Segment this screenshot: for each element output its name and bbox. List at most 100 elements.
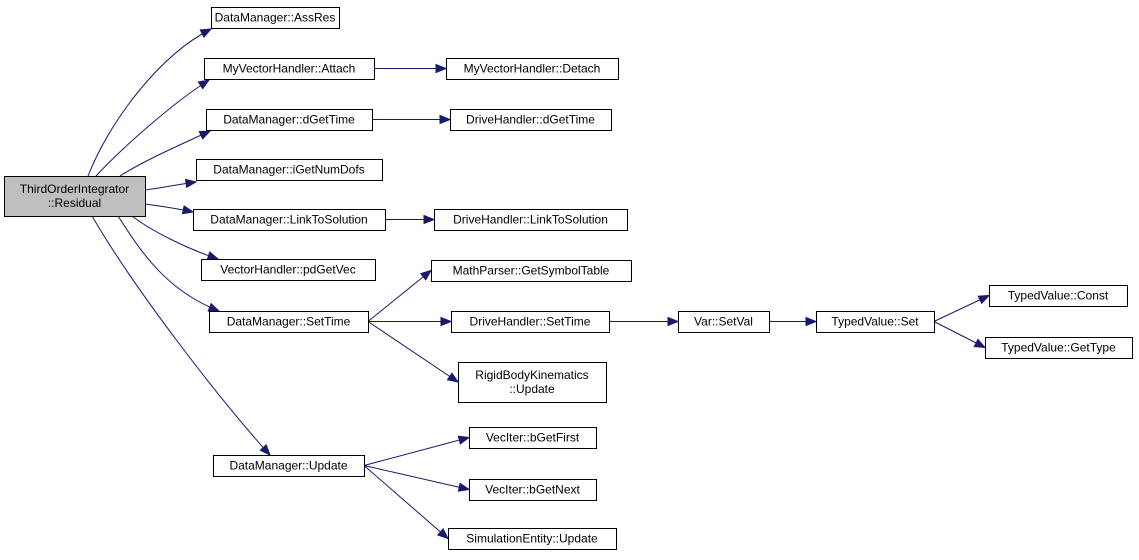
arrow-head-icon xyxy=(197,79,211,90)
node-label: VecIter::bGetNext xyxy=(485,483,580,497)
node-box[interactable] xyxy=(431,260,632,282)
edge-n13-n14 xyxy=(769,316,818,327)
node-label: VecIter::bGetFirst xyxy=(486,431,580,445)
edge-n0-n1 xyxy=(87,28,213,177)
node-label: DriveHandler::dGetTime xyxy=(466,113,595,127)
edge-n7-n8 xyxy=(385,214,436,225)
node-box[interactable] xyxy=(451,311,610,333)
edge-line xyxy=(131,215,219,260)
node-n20[interactable]: VecIter::bGetNext xyxy=(469,479,597,501)
node-label: DriveHandler::LinkToSolution xyxy=(453,213,608,227)
node-box[interactable] xyxy=(448,528,617,550)
arrow-head-icon xyxy=(184,178,198,189)
node-box[interactable] xyxy=(985,337,1133,359)
edge-line xyxy=(367,321,459,383)
edge-n4-n5 xyxy=(372,114,452,125)
node-box[interactable] xyxy=(458,362,607,403)
node-box[interactable] xyxy=(204,58,375,80)
edge-n2-n3 xyxy=(374,63,448,74)
node-box[interactable] xyxy=(450,109,612,131)
node-n10[interactable]: MathParser::GetSymbolTable xyxy=(431,260,632,282)
node-n19[interactable]: VecIter::bGetFirst xyxy=(469,427,597,449)
node-box[interactable] xyxy=(446,58,619,80)
root-node-box[interactable] xyxy=(4,176,146,217)
node-n8[interactable]: DriveHandler::LinkToSolution xyxy=(434,209,628,231)
arrow-head-icon xyxy=(199,28,213,38)
node-label: Var::SetVal xyxy=(694,315,753,329)
node-n4[interactable]: DataManager::dGetTime xyxy=(206,109,373,131)
node-label: MathParser::GetSymbolTable xyxy=(453,264,610,278)
arrow-head-icon xyxy=(440,316,453,327)
edge-n18-n19 xyxy=(363,435,471,466)
node-n13[interactable]: Var::SetVal xyxy=(678,311,770,333)
edge-n11-n12 xyxy=(368,316,453,327)
edge-n0-n2 xyxy=(95,79,211,177)
node-box[interactable] xyxy=(196,159,383,181)
node-box[interactable] xyxy=(816,311,935,333)
edge-n18-n21 xyxy=(363,465,450,540)
arrow-head-icon xyxy=(446,372,460,383)
arrow-head-icon xyxy=(436,528,450,540)
edge-line xyxy=(367,270,432,322)
node-box[interactable] xyxy=(213,455,365,477)
node-n9[interactable]: VectorHandler::pdGetVec xyxy=(201,259,376,281)
edge-line xyxy=(91,215,271,456)
edge-n11-n17 xyxy=(367,321,460,383)
arrow-head-icon xyxy=(667,316,680,327)
arrow-head-icon xyxy=(423,214,436,225)
edge-n0-n6 xyxy=(144,178,198,191)
node-n15[interactable]: TypedValue::Const xyxy=(989,285,1128,307)
node-box[interactable] xyxy=(206,109,373,131)
node-box[interactable] xyxy=(201,259,376,281)
edge-line xyxy=(363,465,449,539)
edge-n14-n15 xyxy=(933,294,991,322)
node-n7[interactable]: DataManager::LinkToSolution xyxy=(193,209,386,231)
node-n6[interactable]: DataManager::iGetNumDofs xyxy=(196,159,383,181)
node-box[interactable] xyxy=(678,311,770,333)
arrow-head-icon xyxy=(259,444,271,456)
node-n1[interactable]: DataManager::AssRes xyxy=(211,7,340,29)
edge-line xyxy=(363,437,470,466)
node-label: DataManager::LinkToSolution xyxy=(210,213,367,227)
edge-n18-n20 xyxy=(363,465,471,492)
node-box[interactable] xyxy=(211,7,340,29)
arrow-head-icon xyxy=(206,251,220,261)
node-box[interactable] xyxy=(989,285,1128,307)
edge-n0-n7 xyxy=(144,203,195,215)
node-box[interactable] xyxy=(469,479,597,501)
node-label: TypedValue::Const xyxy=(1008,289,1109,303)
edges-layer xyxy=(87,28,991,540)
node-box[interactable] xyxy=(209,311,369,333)
edge-line xyxy=(95,79,210,177)
node-n21[interactable]: SimulationEntity::Update xyxy=(448,528,617,550)
node-label: ::Residual xyxy=(48,196,101,210)
node-n2[interactable]: MyVectorHandler::Attach xyxy=(204,58,375,80)
arrow-head-icon xyxy=(435,63,448,74)
node-label: MyVectorHandler::Attach xyxy=(223,62,356,76)
node-n3[interactable]: MyVectorHandler::Detach xyxy=(446,58,619,80)
arrow-head-icon xyxy=(457,435,471,445)
nodes-layer: ThirdOrderIntegrator::ResidualDataManage… xyxy=(4,7,1133,550)
node-n0[interactable]: ThirdOrderIntegrator::Residual xyxy=(4,176,146,217)
node-n11[interactable]: DataManager::SetTime xyxy=(209,311,369,333)
node-n17[interactable]: RigidBodyKinematics::Update xyxy=(458,362,607,403)
node-n12[interactable]: DriveHandler::SetTime xyxy=(451,311,610,333)
edge-line xyxy=(119,130,211,177)
node-n14[interactable]: TypedValue::Set xyxy=(816,311,935,333)
node-box[interactable] xyxy=(469,427,597,449)
arrow-head-icon xyxy=(805,316,818,327)
node-n18[interactable]: DataManager::Update xyxy=(213,455,365,477)
node-label: DriveHandler::SetTime xyxy=(470,315,591,329)
edge-line xyxy=(117,215,220,312)
arrow-head-icon xyxy=(419,269,433,281)
arrow-head-icon xyxy=(198,130,212,140)
node-label: ThirdOrderIntegrator xyxy=(20,182,129,196)
arrow-head-icon xyxy=(207,302,221,312)
node-n5[interactable]: DriveHandler::dGetTime xyxy=(450,109,612,131)
node-box[interactable] xyxy=(434,209,628,231)
node-box[interactable] xyxy=(193,209,386,231)
edge-n0-n18 xyxy=(91,215,271,456)
node-label: VectorHandler::pdGetVec xyxy=(220,263,355,277)
node-n16[interactable]: TypedValue::GetType xyxy=(985,337,1133,359)
